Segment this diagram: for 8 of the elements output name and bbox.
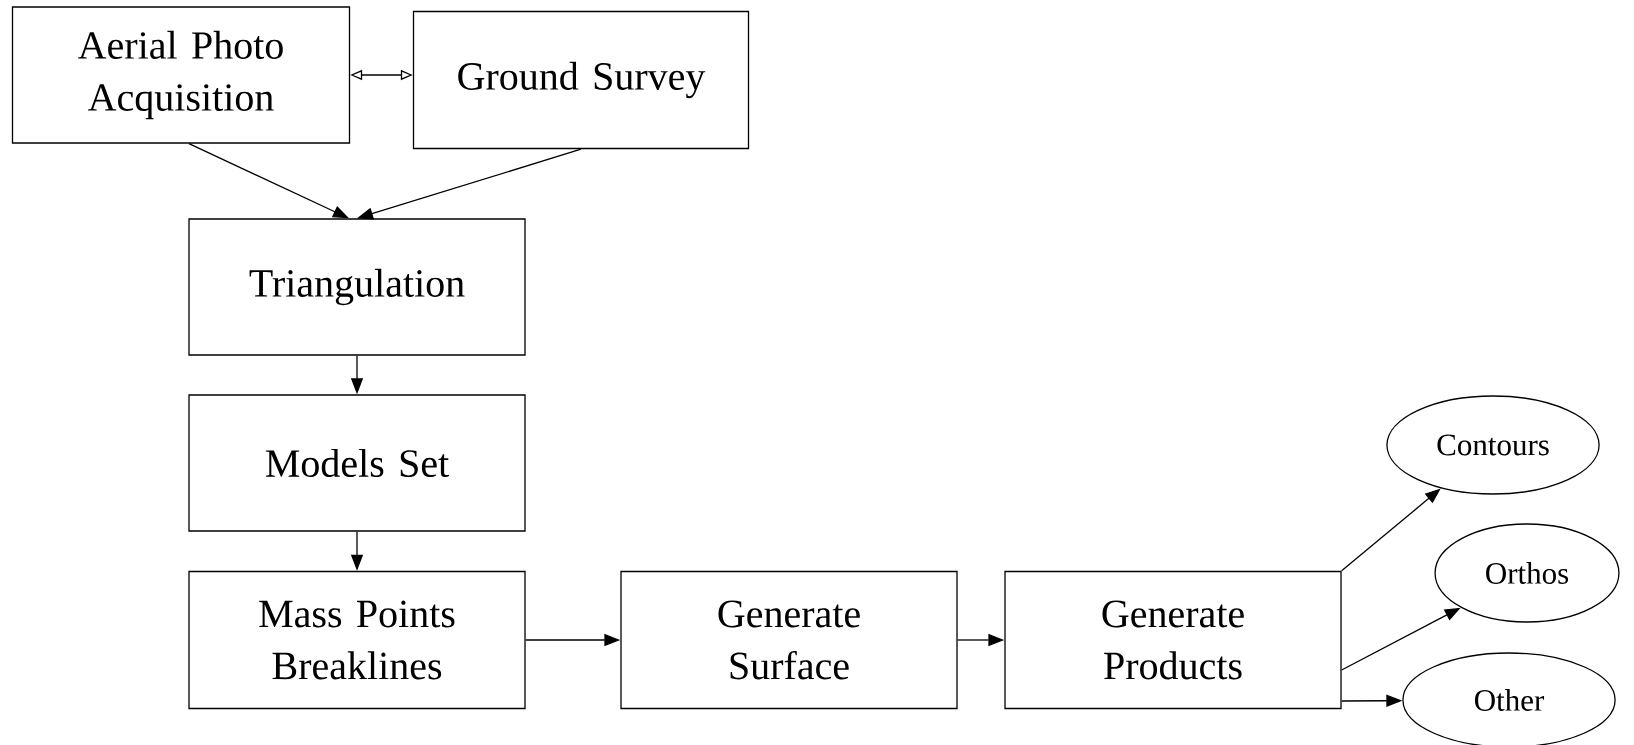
process-box: Generate Products [1004,570,1342,710]
process-box: Mass Points Breaklines [188,570,526,710]
process-box: Generate Surface [620,570,958,710]
process-box: Models Set [188,394,526,532]
process-box: Triangulation [188,218,526,356]
process-box: Ground Survey [412,10,750,150]
arrow [1341,488,1441,572]
process-box: Aerial Photo Acquisition [11,6,351,144]
